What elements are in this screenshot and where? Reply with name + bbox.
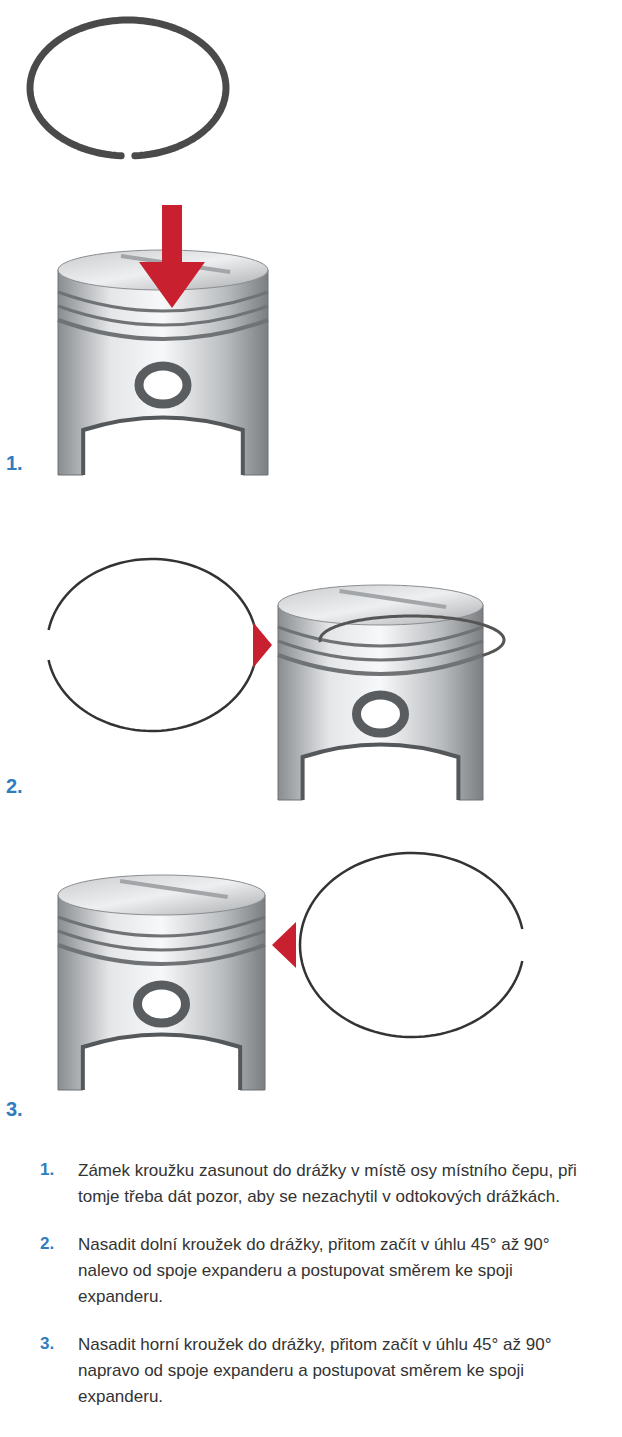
piston: [58, 875, 265, 1090]
step-number: 2.: [40, 1234, 54, 1254]
red-arrow: [139, 205, 205, 308]
figure-number: 1.: [6, 452, 23, 475]
piston-ring: [300, 853, 522, 1037]
figure-number: 3.: [6, 1098, 23, 1121]
red-arrow: [272, 922, 296, 968]
step-text: Zámek kroužku zasunout do drážky v místě…: [78, 1158, 578, 1210]
step-text: Nasadit dolní kroužek do drážky, přitom …: [78, 1232, 578, 1310]
step-number: 3.: [40, 1334, 54, 1354]
figure-number: 2.: [6, 775, 23, 798]
piston-ring: [49, 559, 257, 731]
ring-on-piston: [320, 616, 504, 655]
step-number: 1.: [40, 1160, 54, 1180]
red-arrow: [253, 622, 272, 668]
expander-ring: [30, 20, 226, 156]
step-text: Nasadit horní kroužek do drážky, přitom …: [78, 1332, 578, 1410]
